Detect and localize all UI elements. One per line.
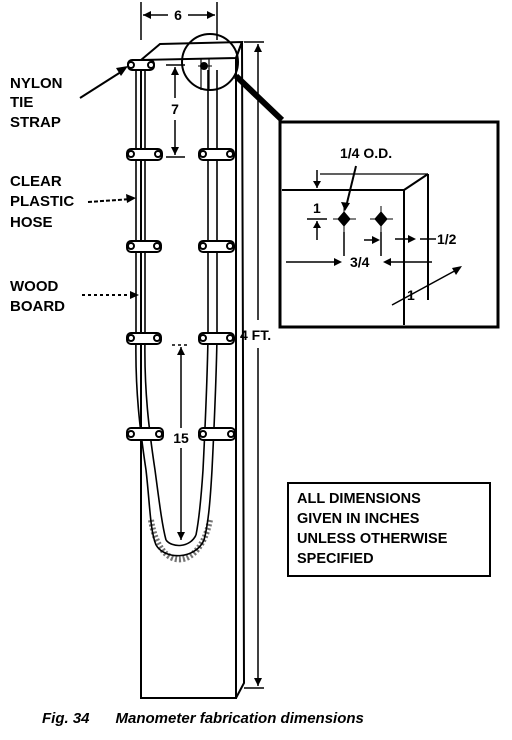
wood-board [138, 40, 246, 699]
note-line: UNLESS OTHERWISE [297, 531, 448, 547]
detail-thickness-label: 1 [407, 287, 415, 303]
svg-text:CLEAR: CLEAR [10, 173, 62, 190]
tie-strap-right-3 [198, 240, 235, 253]
note-line: GIVEN IN INCHES [297, 511, 420, 527]
height-dimension [244, 41, 264, 689]
wood-board-label: WOOD BOARD [10, 278, 139, 315]
strap-spacing-label: 7 [171, 101, 179, 117]
tie-strap-left-2 [126, 148, 163, 161]
svg-text:WOOD: WOOD [10, 278, 58, 295]
figure-title: Manometer fabrication dimensions [115, 710, 364, 727]
tie-strap-right-2 [198, 148, 235, 161]
tie-strap-right-4 [198, 332, 235, 345]
tube-markers [333, 206, 393, 232]
svg-text:HOSE: HOSE [10, 214, 53, 231]
width-label: 6 [174, 7, 182, 23]
note-line: ALL DIMENSIONS [297, 491, 421, 507]
tie-strap-left-3 [126, 240, 162, 253]
nylon-tie-strap-label: NYLON TIE STRAP [10, 66, 128, 131]
height-label: 4 FT. [240, 327, 271, 343]
clear-plastic-hose-label: CLEAR PLASTIC HOSE [10, 173, 136, 231]
tie-strap-left-4 [126, 332, 162, 345]
svg-text:BOARD: BOARD [10, 298, 65, 315]
plastic-hose-left [135, 65, 167, 546]
svg-text:NYLON: NYLON [10, 75, 63, 92]
tie-straps [126, 59, 236, 441]
detail-tube-od-label: 1/4 O.D. [340, 145, 392, 161]
detail-callout-circle [181, 33, 285, 123]
width-dimension [140, 2, 218, 40]
detail-spacing-label: 3/4 [350, 254, 370, 270]
svg-text:STRAP: STRAP [10, 114, 61, 131]
tie-strap-right-5 [198, 427, 236, 441]
svg-text:TIE: TIE [10, 94, 33, 111]
figure-caption: Fig. 34 Manometer fabrication dimensions [42, 710, 482, 727]
u-tube-dimension [172, 344, 190, 540]
tie-strap-left-5 [126, 427, 164, 441]
detail-edge-offset-label: 1/2 [437, 231, 457, 247]
figure-number: Fig. 34 [42, 710, 90, 727]
u-tube-label: 15 [173, 430, 189, 446]
note-line: SPECIFIED [297, 551, 374, 567]
plastic-hose-right [195, 70, 218, 541]
dimensions-note: ALL DIMENSIONS GIVEN IN INCHES UNLESS OT… [287, 482, 491, 577]
tie-strap-left-1 [127, 59, 155, 71]
detail-inset: 1/4 O.D. 1 3/4 1/2 [278, 120, 500, 329]
u-tube-bottom [148, 519, 213, 563]
strap-spacing-dimension [166, 64, 185, 158]
svg-text:PLASTIC: PLASTIC [10, 193, 74, 210]
detail-top-offset-label: 1 [313, 200, 321, 216]
